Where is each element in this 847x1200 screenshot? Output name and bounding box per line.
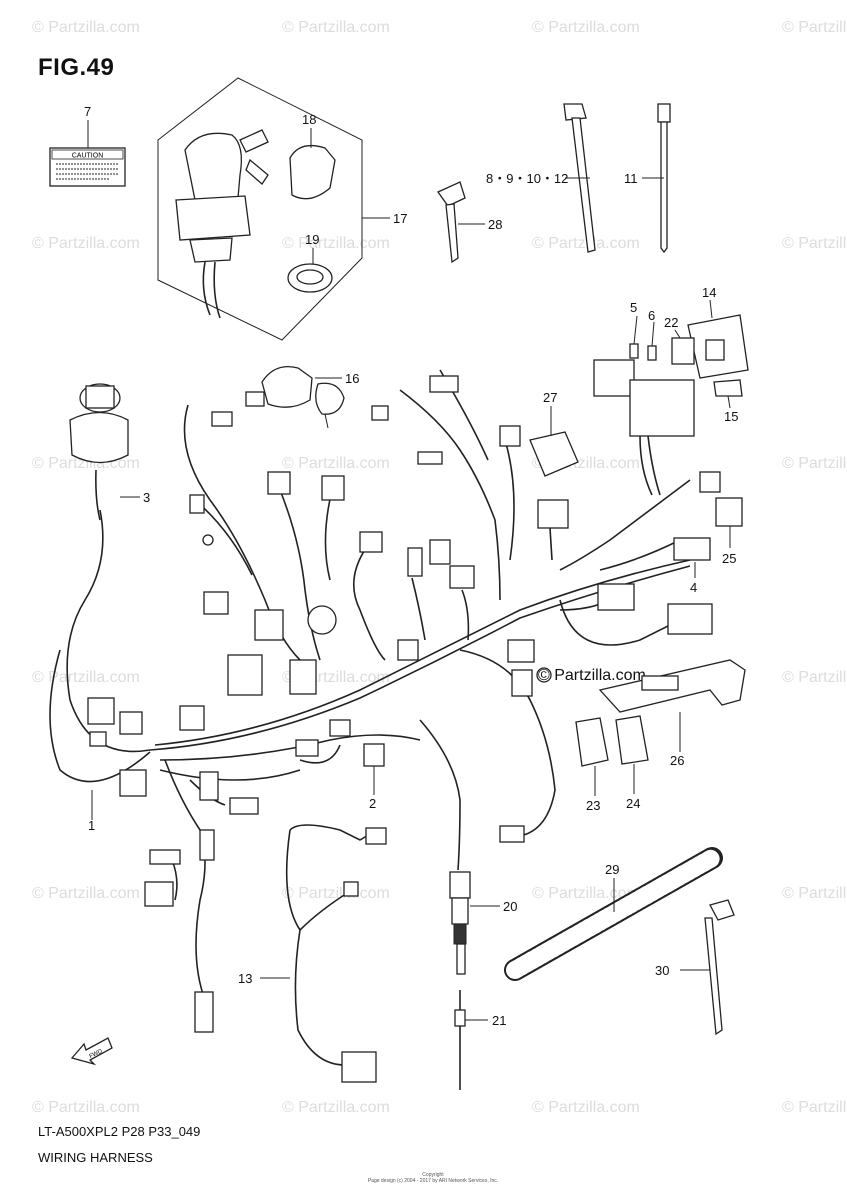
watermark: © Partzilla.com <box>782 235 847 252</box>
label-30: 30 <box>655 963 669 978</box>
part-21-fitting: 21 <box>454 990 506 1090</box>
watermark: © Partzilla.com <box>32 885 140 902</box>
harness-connectors <box>87 375 743 1033</box>
label-16: 16 <box>345 371 359 386</box>
part-14-relay-bracket: 5 6 22 14 15 <box>629 285 749 424</box>
watermark: © Partzilla.com <box>532 19 640 36</box>
caution-text: CAUTION <box>72 153 104 160</box>
part-7-caution-label: CAUTION 7 <box>49 104 126 187</box>
label-17: 17 <box>393 211 407 226</box>
label-13: 13 <box>238 971 252 986</box>
watermark: © Partzilla.com <box>282 19 390 36</box>
label-19: 19 <box>305 232 319 247</box>
part-20-sensor: 20 <box>449 871 517 975</box>
copyright-note: Copyright Page design (c) 2004 - 2017 by… <box>363 1172 503 1184</box>
label-3: 3 <box>143 490 150 505</box>
watermark: © Partzilla.com <box>282 235 390 252</box>
part-27-relay: 27 <box>529 390 579 561</box>
copyright-line-1: Copyright <box>422 1172 444 1178</box>
watermark: © Partzilla.com <box>282 455 390 472</box>
label-15: 15 <box>724 409 738 424</box>
watermark: © Partzilla.com <box>782 669 847 686</box>
label-28: 28 <box>488 217 502 232</box>
watermark: © Partzilla.com <box>532 235 640 252</box>
label-26: 26 <box>670 753 684 768</box>
part-2-cap: 2 <box>363 743 385 811</box>
watermark: © Partzilla.com <box>782 1099 847 1116</box>
label-7: 7 <box>84 104 91 119</box>
fuse-box-assembly <box>593 359 695 496</box>
part-11-cable-tie: 11 <box>624 103 671 254</box>
watermark: © Partzilla.com <box>282 1099 390 1116</box>
part-4-25-connectors: 4 25 <box>690 526 736 595</box>
label-1: 1 <box>88 818 95 833</box>
label-23: 23 <box>586 798 600 813</box>
part-28-key: 28 <box>437 181 502 264</box>
watermark: © Partzilla.com <box>282 885 390 902</box>
watermark: © Partzilla.com <box>532 1099 640 1116</box>
label-21: 21 <box>492 1013 506 1028</box>
part-23-cover: 23 <box>575 717 609 813</box>
diagram-code: LT-A500XPL2 P28 P33_049 <box>38 1124 201 1139</box>
label-5: 5 <box>630 300 637 315</box>
watermark: © Partzilla.com <box>32 19 140 36</box>
label-27: 27 <box>543 390 557 405</box>
watermark: © Partzilla.com <box>32 1099 140 1116</box>
part-30-cable-tie: 30 <box>655 899 735 1036</box>
part-17-ignition-switch-box: 18 19 17 <box>157 77 407 341</box>
label-2: 2 <box>369 796 376 811</box>
label-6: 6 <box>648 308 655 323</box>
watermark: © Partzilla.com <box>782 19 847 36</box>
watermark: © Partzilla.com <box>782 455 847 472</box>
label-29: 29 <box>605 862 619 877</box>
watermark-grid: © Partzilla.com © Partzilla.com © Partzi… <box>32 19 847 1116</box>
label-24: 24 <box>626 796 640 811</box>
label-8-9-10-12: 8・9・10・12 <box>486 171 568 186</box>
figure-title: FIG.49 <box>38 54 115 81</box>
fwd-arrow-icon: FWD <box>70 1037 113 1066</box>
part-8-12-cable-tie-mount: 8・9・10・12 <box>486 103 596 253</box>
center-watermark-logo: © Partzilla.com <box>536 667 646 684</box>
label-11: 11 <box>624 171 638 186</box>
copyright-line-2: Page design (c) 2004 - 2017 by ARI Netwo… <box>367 1178 499 1184</box>
watermark: © Partzilla.com <box>532 885 640 902</box>
part-16-socket: 16 <box>245 365 359 429</box>
label-22: 22 <box>664 315 678 330</box>
label-18: 18 <box>302 112 316 127</box>
part-29-conduit: 29 <box>504 847 723 981</box>
center-watermark-text: © Partzilla.com <box>538 667 646 684</box>
diagram-subtitle: WIRING HARNESS <box>38 1150 153 1165</box>
watermark: © Partzilla.com <box>32 669 140 686</box>
part-3-coupler: 3 <box>69 383 150 521</box>
label-4: 4 <box>690 580 697 595</box>
label-14: 14 <box>702 285 716 300</box>
label-25: 25 <box>722 551 736 566</box>
part-24-cover: 24 <box>615 715 649 811</box>
watermark: © Partzilla.com <box>782 885 847 902</box>
fwd-arrow-text: FWD <box>89 1048 105 1060</box>
label-20: 20 <box>503 899 517 914</box>
part-13-sub-harness: 13 <box>238 824 387 1083</box>
watermark: © Partzilla.com <box>32 235 140 252</box>
part-26-bracket: 26 <box>598 659 746 768</box>
